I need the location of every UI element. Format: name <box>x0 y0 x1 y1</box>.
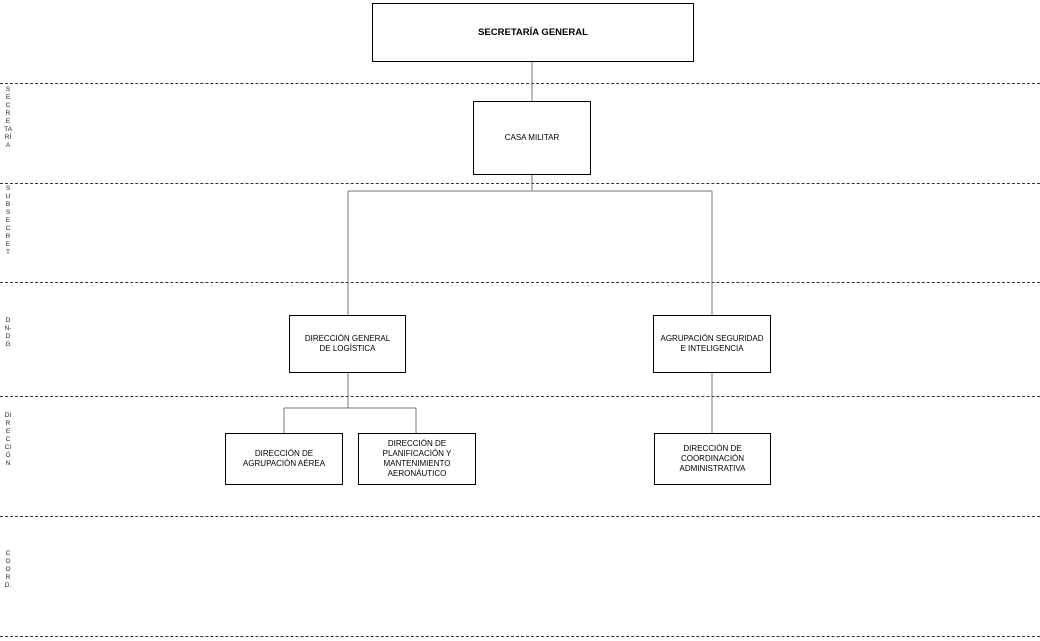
dir-planificacion-box: DIRECCIÓN DE PLANIFICACIÓN Y MANTENIMIEN… <box>358 433 476 485</box>
level-label-subsecret: SUBSECRET <box>5 185 11 256</box>
level-label-direccion: DIRECCIÓN <box>4 412 12 467</box>
box-label: SECRETARÍA GENERAL <box>478 26 588 38</box>
dir-agrupacion-aerea-box: DIRECCIÓN DE AGRUPACIÓN AÉREA <box>225 433 343 485</box>
level-divider <box>0 83 1040 84</box>
box-label: DIRECCIÓN DE AGRUPACIÓN AÉREA <box>242 449 326 468</box>
level-divider <box>0 516 1040 517</box>
dir-coordinacion-box: DIRECCIÓN DE COORDINACIÓN ADMINISTRATIVA <box>654 433 771 485</box>
level-label-secretaria: SECRETARÍA <box>4 86 12 149</box>
box-label: DIRECCIÓN GENERAL DE LOGÍSTICA <box>304 334 391 353</box>
casa-militar-box: CASA MILITAR <box>473 101 591 175</box>
level-divider <box>0 282 1040 283</box>
secretaria-general-box: SECRETARÍA GENERAL <box>372 3 694 62</box>
level-divider <box>0 183 1040 184</box>
level-label-coord: COORD. <box>4 550 12 589</box>
level-divider <box>0 636 1040 637</box>
box-label: AGRUPACIÓN SEGURIDAD E INTELIGENCIA <box>660 334 764 353</box>
dir-general-logistica-box: DIRECCIÓN GENERAL DE LOGÍSTICA <box>289 315 406 373</box>
agrupacion-seguridad-box: AGRUPACIÓN SEGURIDAD E INTELIGENCIA <box>653 315 771 373</box>
box-label: DIRECCIÓN DE COORDINACIÓN ADMINISTRATIVA <box>679 444 746 473</box>
box-label: DIRECCIÓN DE PLANIFICACIÓN Y MANTENIMIEN… <box>382 439 452 478</box>
level-label-dn-dg: DN-DG <box>4 317 12 348</box>
level-divider <box>0 396 1040 397</box>
box-label: CASA MILITAR <box>504 133 560 142</box>
